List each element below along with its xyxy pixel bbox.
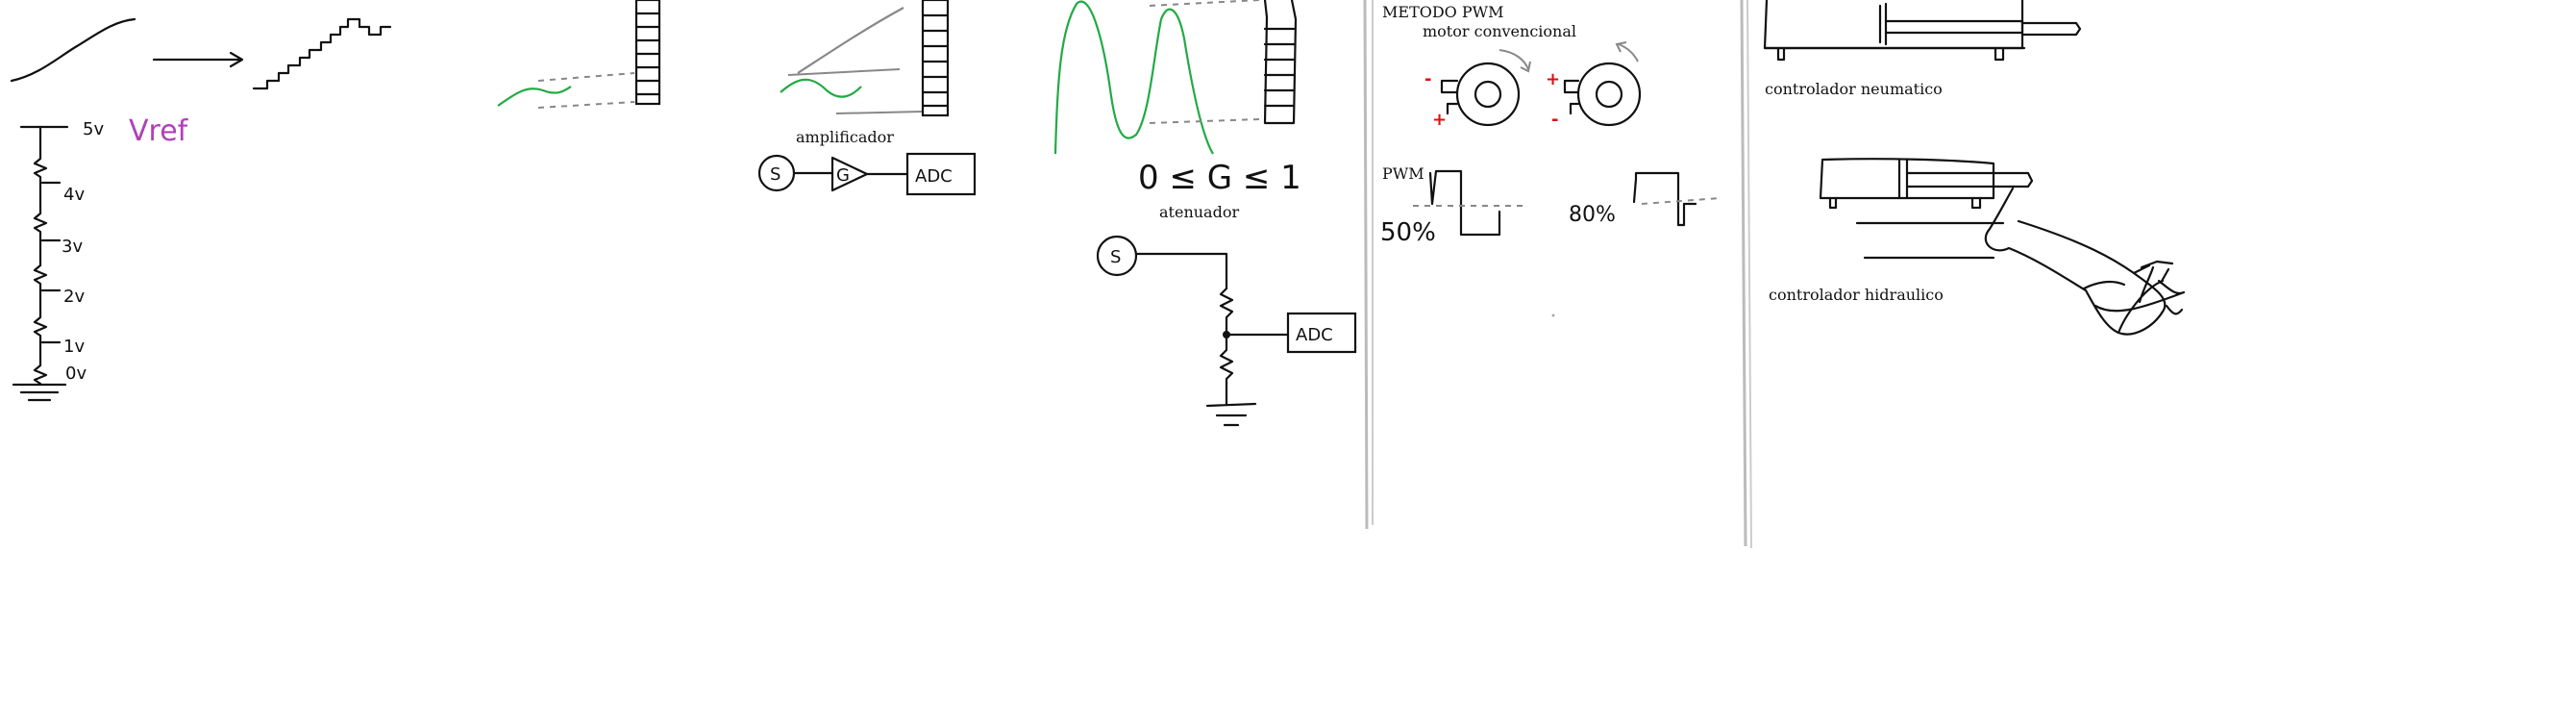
divider-line-2 (1740, 0, 1747, 547)
staircase-signal (252, 17, 392, 90)
gray-lower-line (835, 111, 924, 114)
voltage-divider-ladder: 5v Vref 4v 3v 2v 1v 0v (12, 114, 189, 402)
motor-2-minus: - (1551, 110, 1558, 130)
gain-triangle (830, 156, 869, 192)
small-signal-sketch (497, 0, 661, 109)
motor-2-arrow-head (1615, 41, 1627, 53)
motor-1-minus: - (1424, 69, 1431, 89)
hydraulic-bucket (2082, 263, 2186, 313)
motor-1-arrow-head (1520, 61, 1531, 73)
pneumatic-rod (1884, 19, 2024, 35)
arrow-head (229, 51, 244, 68)
label-50pct: 50% (1380, 218, 1436, 247)
label-atenuador: atenuador (1159, 203, 1239, 221)
adc-scale-3 (1263, 0, 1298, 125)
motor-2-outer (1576, 62, 1642, 127)
label-vref: Vref (129, 114, 189, 148)
divider-line-1 (1363, 0, 1369, 530)
green-signal-small (497, 86, 572, 107)
pneumatic-cylinder-body (1763, 0, 2024, 50)
adc-box-2 (1286, 312, 1357, 354)
motor-2-shaft (1595, 80, 1623, 109)
motor-1-shaft (1474, 80, 1502, 109)
label-80pct: 80% (1569, 203, 1616, 227)
analog-to-staircase-sketch (10, 17, 392, 90)
motor-1-outer (1455, 62, 1521, 127)
motor-2-rotation-arrow (1618, 43, 1639, 63)
label-source-s: S (770, 164, 780, 185)
divider-line-2b (1746, 0, 1752, 549)
wire-s-to-divider (1134, 252, 1228, 290)
adc-box-1 (905, 152, 977, 196)
label-4v: 4v (63, 185, 85, 205)
label-controlador-neumatico: controlador neumatico (1765, 80, 1943, 98)
motor-1-rotation-arrow (1499, 49, 1529, 70)
adc-scale-1 (634, 0, 661, 106)
ground-symbol-2 (1205, 402, 1257, 427)
hydraulic-hose (1984, 187, 2167, 336)
label-5v: 5v (83, 119, 104, 139)
attenuator-sketch: 0 ≤ G ≤ 1 atenuador S ADC (1053, 0, 1357, 427)
amplifier-sketch: amplificador S G ADC (757, 0, 977, 196)
hydraulic-piston-head (1897, 158, 1909, 200)
label-0v: 0v (65, 364, 87, 384)
dashed-bottom-att (1149, 118, 1260, 124)
pwm-wave-80 (1632, 171, 1697, 227)
attenuator-resistor-top (1219, 287, 1234, 337)
pwm-section: METODO PWM motor convencional - + + - PW… (1380, 3, 1721, 317)
label-controlador-hidraulico: controlador hidraulico (1769, 286, 1944, 304)
label-adc-2: ADC (1296, 325, 1333, 345)
adc-scale-2-ticks (921, 13, 950, 108)
label-1v: 1v (63, 337, 85, 357)
dashed-upper (537, 72, 635, 82)
pneumatic-feet (1776, 46, 2005, 62)
attenuator-resistor-bottom (1219, 337, 1234, 406)
adc-scale-2 (921, 0, 950, 117)
gray-baseline (787, 68, 901, 76)
green-signal-amp (780, 78, 862, 98)
pwm-wave-50 (1428, 169, 1501, 237)
title-metodo-pwm: METODO PWM (1382, 3, 1503, 21)
label-source-s2: S (1110, 247, 1121, 267)
hydraulic-actuator-sketch: controlador hidraulico (1769, 158, 2186, 336)
label-amplificador: amplificador (796, 128, 894, 146)
motor-2-plus: + (1546, 69, 1560, 89)
adc-scale-1-ticks (634, 12, 661, 96)
gray-amplified-line (797, 7, 904, 74)
source-circle-2 (1096, 235, 1138, 277)
label-adc-1: ADC (915, 166, 953, 187)
hydraulic-feet (1828, 196, 1982, 210)
motor-2-terminals (1563, 79, 1580, 115)
ground-symbol (12, 383, 67, 402)
pneumatic-piston-head (1878, 2, 1888, 46)
label-gain-range: 0 ≤ G ≤ 1 (1138, 159, 1301, 197)
hydraulic-pipe (2140, 260, 2174, 269)
pwm-80-avg-line (1641, 197, 1721, 205)
divider-resistor-chain (33, 125, 48, 387)
hydraulic-jaw (2117, 265, 2165, 335)
dashed-lower (537, 101, 635, 109)
label-2v: 2v (63, 287, 85, 307)
hydraulic-tip (2159, 267, 2184, 315)
analog-curve (10, 17, 136, 83)
label-pwm: PWM (1382, 164, 1424, 183)
label-motor-convencional: motor convencional (1423, 22, 1576, 40)
dashed-top-att (1149, 0, 1260, 7)
pneumatic-actuator-sketch: controlador neumatico (1763, 0, 2082, 98)
hydraulic-rod (1905, 171, 2034, 188)
stray-dot (1551, 313, 1555, 317)
hydraulic-cylinder-body (1819, 158, 1995, 200)
motor-1-plus: + (1432, 110, 1447, 130)
motor-1-terminals (1440, 79, 1459, 115)
pneumatic-rod-extension (2020, 21, 2082, 37)
green-signal-large (1053, 0, 1214, 155)
label-3v: 3v (62, 237, 83, 257)
label-gain-g: G (836, 165, 850, 186)
